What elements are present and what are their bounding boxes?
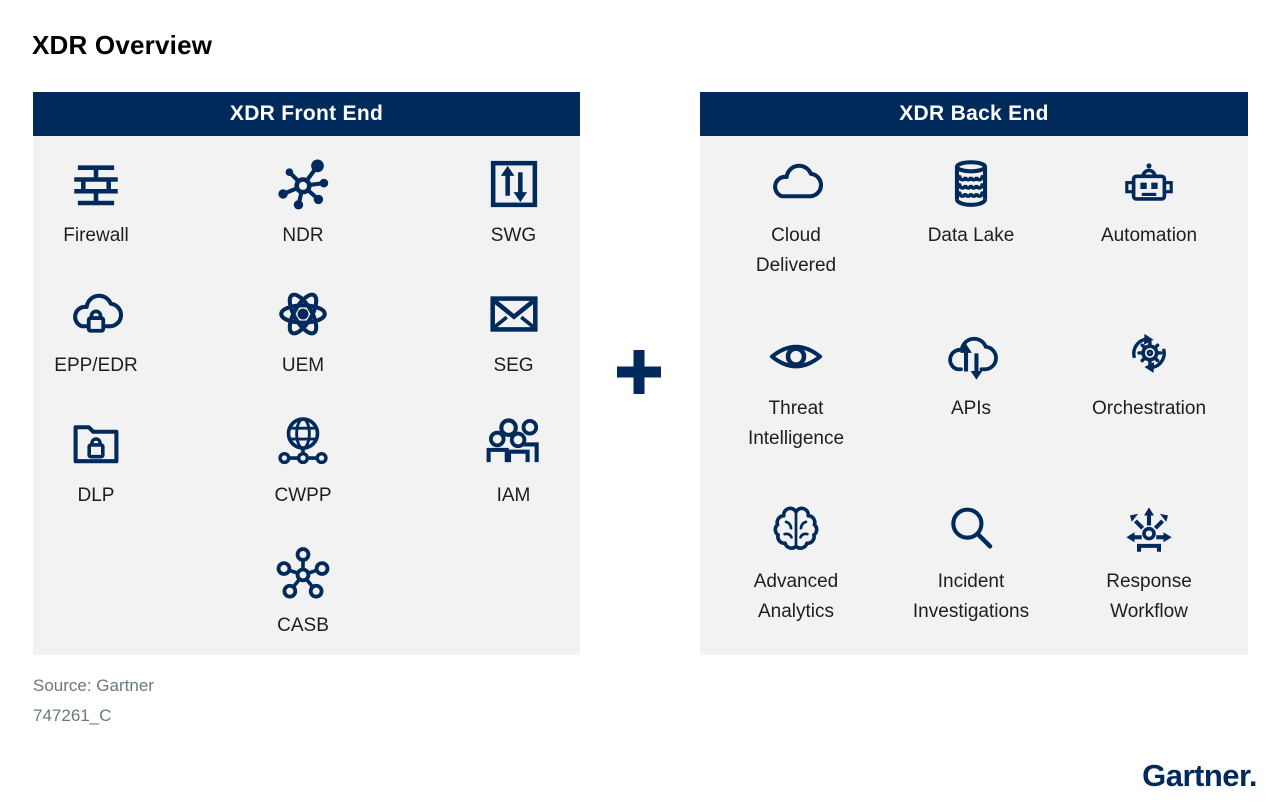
front-end-item-cwpp: CWPP	[159, 396, 447, 526]
front-end-header: XDR Front End	[33, 92, 580, 136]
front-end-item-swg: SWG	[447, 136, 580, 266]
item-label: Response Workflow	[1106, 571, 1192, 622]
robot-icon	[1120, 153, 1178, 215]
front-end-item-firewall: Firewall	[33, 136, 159, 266]
item-label: Cloud Delivered	[755, 225, 837, 276]
magnifier-icon	[942, 499, 1000, 561]
item-label: EPP/EDR	[54, 355, 138, 376]
back-end-item-cloud-delivered: Cloud Delivered	[700, 136, 892, 309]
front-end-item-iam: IAM	[447, 396, 580, 526]
front-end-item-casb: CASB	[159, 526, 447, 655]
front-end-item-uem: UEM	[159, 266, 447, 396]
item-label: IAM	[496, 485, 531, 506]
brain-icon	[767, 499, 825, 561]
database-waves-icon	[942, 153, 1000, 215]
plus-sign	[616, 349, 662, 395]
item-label: Orchestration	[1091, 398, 1207, 419]
front-end-panel: XDR Front End Firewall	[33, 92, 580, 655]
item-label: CASB	[277, 615, 329, 636]
person-arrows-icon	[1120, 499, 1178, 561]
source-note: Source: Gartner	[33, 676, 154, 695]
item-label: Firewall	[63, 225, 129, 246]
front-end-item-dlp: DLP	[33, 396, 159, 526]
item-label: SWG	[490, 225, 537, 246]
page-title: XDR Overview	[32, 30, 213, 60]
back-end-body: Cloud Delivered	[700, 136, 1248, 655]
item-label: CWPP	[274, 485, 332, 506]
hub-nodes-icon	[274, 543, 332, 605]
front-end-item-seg: SEG	[447, 266, 580, 396]
people-group-icon	[485, 413, 543, 475]
gear-sync-icon	[1120, 326, 1178, 388]
front-end-body: Firewall NDR	[33, 136, 580, 655]
back-end-item-data-lake: Data Lake	[892, 136, 1050, 309]
back-end-item-apis: APIs	[892, 309, 1050, 482]
gateway-arrows-icon	[485, 153, 543, 215]
cloud-arrows-icon	[942, 326, 1000, 388]
back-end-item-threat-intelligence: Threat Intelligence	[700, 309, 892, 482]
front-end-item-epp-edr: EPP/EDR	[33, 266, 159, 396]
item-label: UEM	[281, 355, 325, 376]
item-label: Threat Intelligence	[747, 398, 845, 449]
globe-network-icon	[274, 413, 332, 475]
item-label: SEG	[493, 355, 534, 376]
firewall-icon	[67, 153, 125, 215]
back-end-item-advanced-analytics: Advanced Analytics	[700, 482, 892, 655]
envelope-icon	[485, 283, 543, 345]
network-hub-icon	[274, 153, 332, 215]
front-end-item-ndr: NDR	[159, 136, 447, 266]
atom-icon	[274, 283, 332, 345]
back-end-header: XDR Back End	[700, 92, 1248, 136]
item-label: APIs	[950, 398, 992, 419]
item-label: DLP	[77, 485, 115, 506]
back-end-item-response-workflow: Response Workflow	[1050, 482, 1248, 655]
item-label: Incident Investigations	[912, 571, 1030, 622]
back-end-item-automation: Automation	[1050, 136, 1248, 309]
cloud-icon	[767, 153, 825, 215]
back-end-panel: XDR Back End Cloud Delivered	[700, 92, 1248, 655]
item-label: Advanced Analytics	[753, 571, 839, 622]
gartner-logo: Gartner.	[1142, 758, 1257, 793]
item-label: NDR	[282, 225, 324, 246]
eye-icon	[767, 326, 825, 388]
item-label: Data Lake	[927, 225, 1015, 246]
document-id: 747261_C	[33, 706, 112, 725]
folder-lock-icon	[67, 413, 125, 475]
item-label: Automation	[1100, 225, 1198, 246]
back-end-item-orchestration: Orchestration	[1050, 309, 1248, 482]
back-end-item-incident-investigations: Incident Investigations	[892, 482, 1050, 655]
cloud-lock-icon	[67, 283, 125, 345]
